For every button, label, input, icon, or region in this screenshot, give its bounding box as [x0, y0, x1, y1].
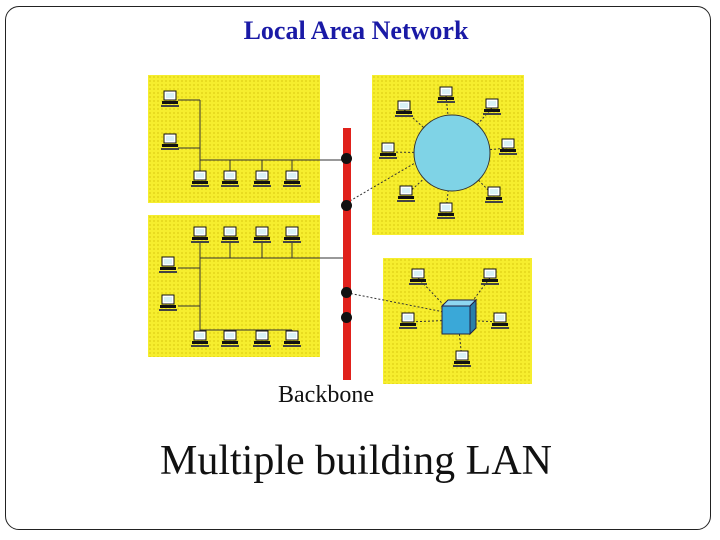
computer-icon [221, 226, 239, 243]
computer-icon [453, 350, 471, 367]
backbone-label: Backbone [278, 382, 374, 408]
computer-icon [397, 185, 415, 202]
backbone-node [341, 200, 352, 211]
computer-icon [483, 98, 501, 115]
computer-icon [161, 90, 179, 107]
computer-icon [161, 133, 179, 150]
ring-icon [413, 114, 491, 192]
computer-icon [253, 170, 271, 187]
computer-icon [191, 330, 209, 347]
computer-icon [253, 330, 271, 347]
computer-icon [485, 186, 503, 203]
backbone-node [341, 287, 352, 298]
slide-caption: Multiple building LAN [160, 438, 552, 484]
slide-frame [5, 6, 711, 530]
computer-icon [491, 312, 509, 329]
hub-icon [440, 298, 478, 336]
computer-icon [379, 142, 397, 159]
computer-icon [399, 312, 417, 329]
computer-icon [283, 170, 301, 187]
computer-icon [409, 268, 427, 285]
computer-icon [283, 226, 301, 243]
computer-icon [159, 256, 177, 273]
computer-icon [191, 170, 209, 187]
computer-icon [395, 100, 413, 117]
computer-icon [499, 138, 517, 155]
computer-icon [283, 330, 301, 347]
backbone-cable [343, 128, 351, 380]
computer-icon [253, 226, 271, 243]
computer-icon [191, 226, 209, 243]
computer-icon [159, 294, 177, 311]
backbone-node [341, 312, 352, 323]
computer-icon [481, 268, 499, 285]
computer-icon [437, 86, 455, 103]
slide-title: Local Area Network [243, 16, 469, 45]
backbone-node [341, 153, 352, 164]
computer-icon [221, 170, 239, 187]
computer-icon [437, 202, 455, 219]
computer-icon [221, 330, 239, 347]
